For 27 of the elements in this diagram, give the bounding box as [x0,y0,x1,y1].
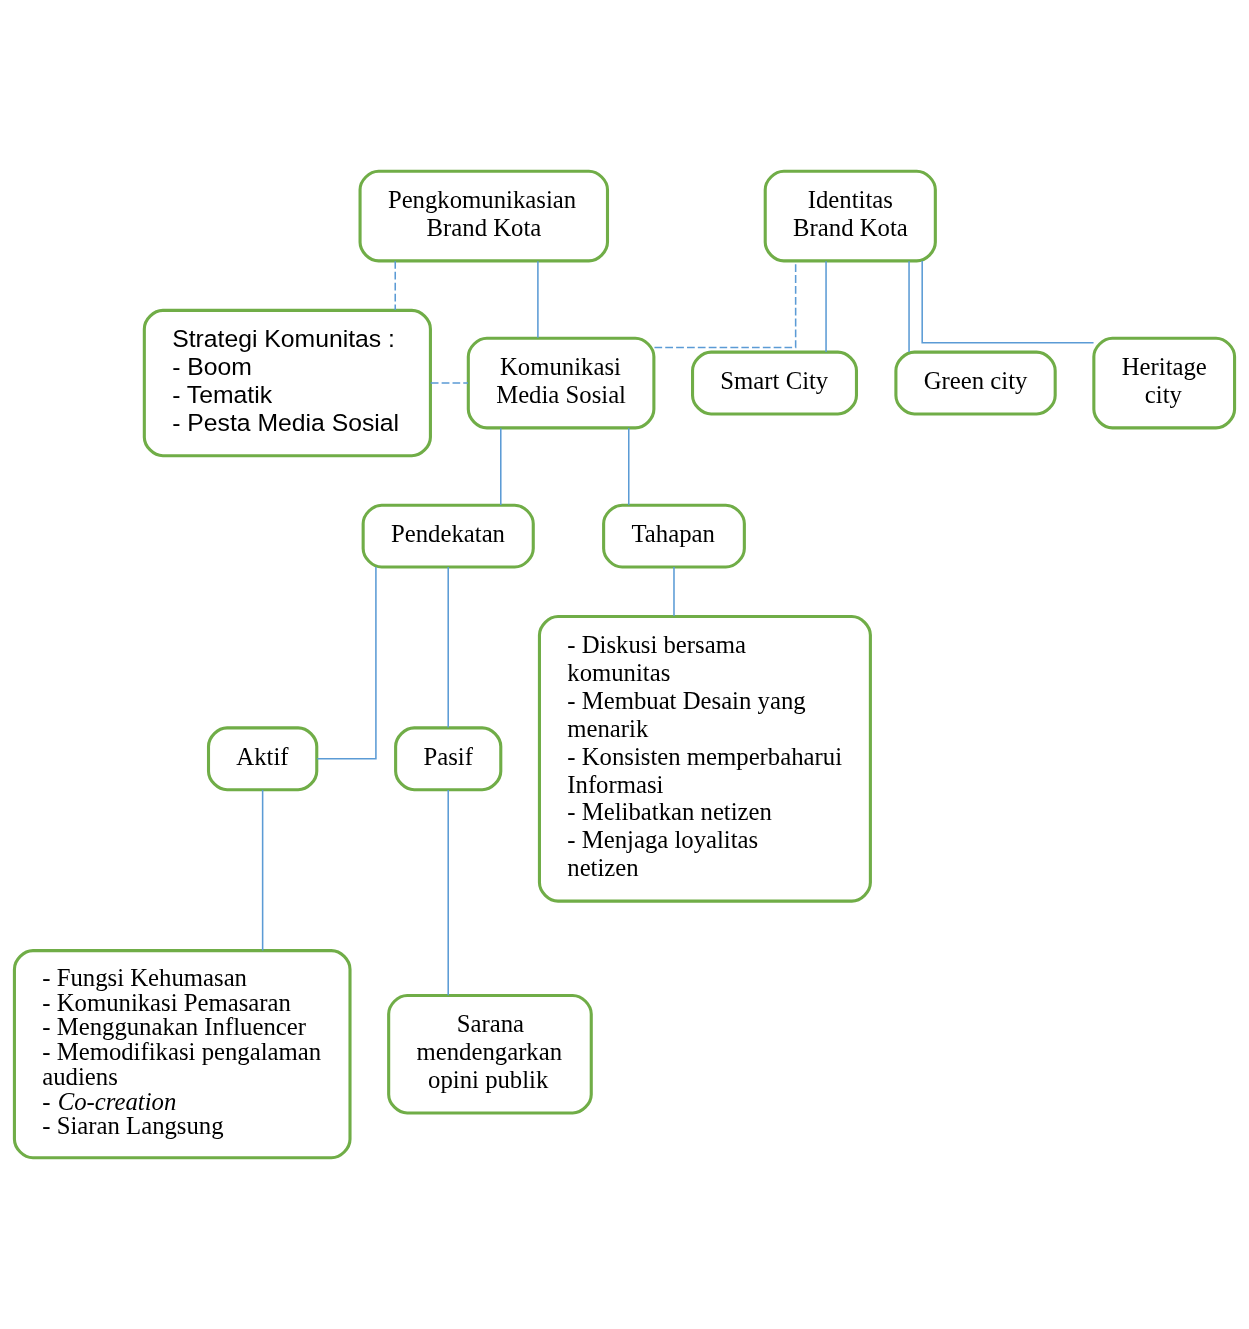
node-box: Aktif [206,726,319,792]
connector [500,427,502,506]
connector [429,382,469,384]
node-box: Green city [894,350,1057,416]
node-box: - Fungsi Kehumasan - Komunikasi Pemasaran - Menggunakan Influencer - Memodifikasi pengalaman audiens - Co-creation - Siaran Langsung [12,949,352,1160]
connector [261,789,264,952]
node-box: Pengkomunikasian Brand Kota [358,169,610,263]
node-box: Strategi Komunitas : - Boom - Tematik - Pesta Media Sosial [142,308,432,458]
connector [447,789,449,996]
node-box: - Diskusi bersama komunitas - Membuat Desain yang menarik - Konsisten memperbaharui Informasi - Melibatkan netizen - Menjaga loyalitas netizen [537,615,872,903]
node-box: Identitas Brand Kota [763,169,937,263]
connector [921,260,1095,344]
node-box: Smart City [691,350,858,416]
node-box: Tahapan [602,503,746,569]
connector [394,260,396,311]
node-box: Komunikasi Media Sosial [466,336,656,430]
node-box: Pasif [394,726,503,792]
connector [673,566,675,617]
connector [627,427,630,506]
connector [908,260,910,353]
node-box: Sarana mendengarkan opini publik [387,993,593,1115]
connector [825,260,827,353]
connector [316,566,377,760]
connector [537,260,539,339]
connector [447,566,449,729]
node-box: Pendekatan [361,503,535,569]
node-box: Heritage city [1092,336,1237,430]
